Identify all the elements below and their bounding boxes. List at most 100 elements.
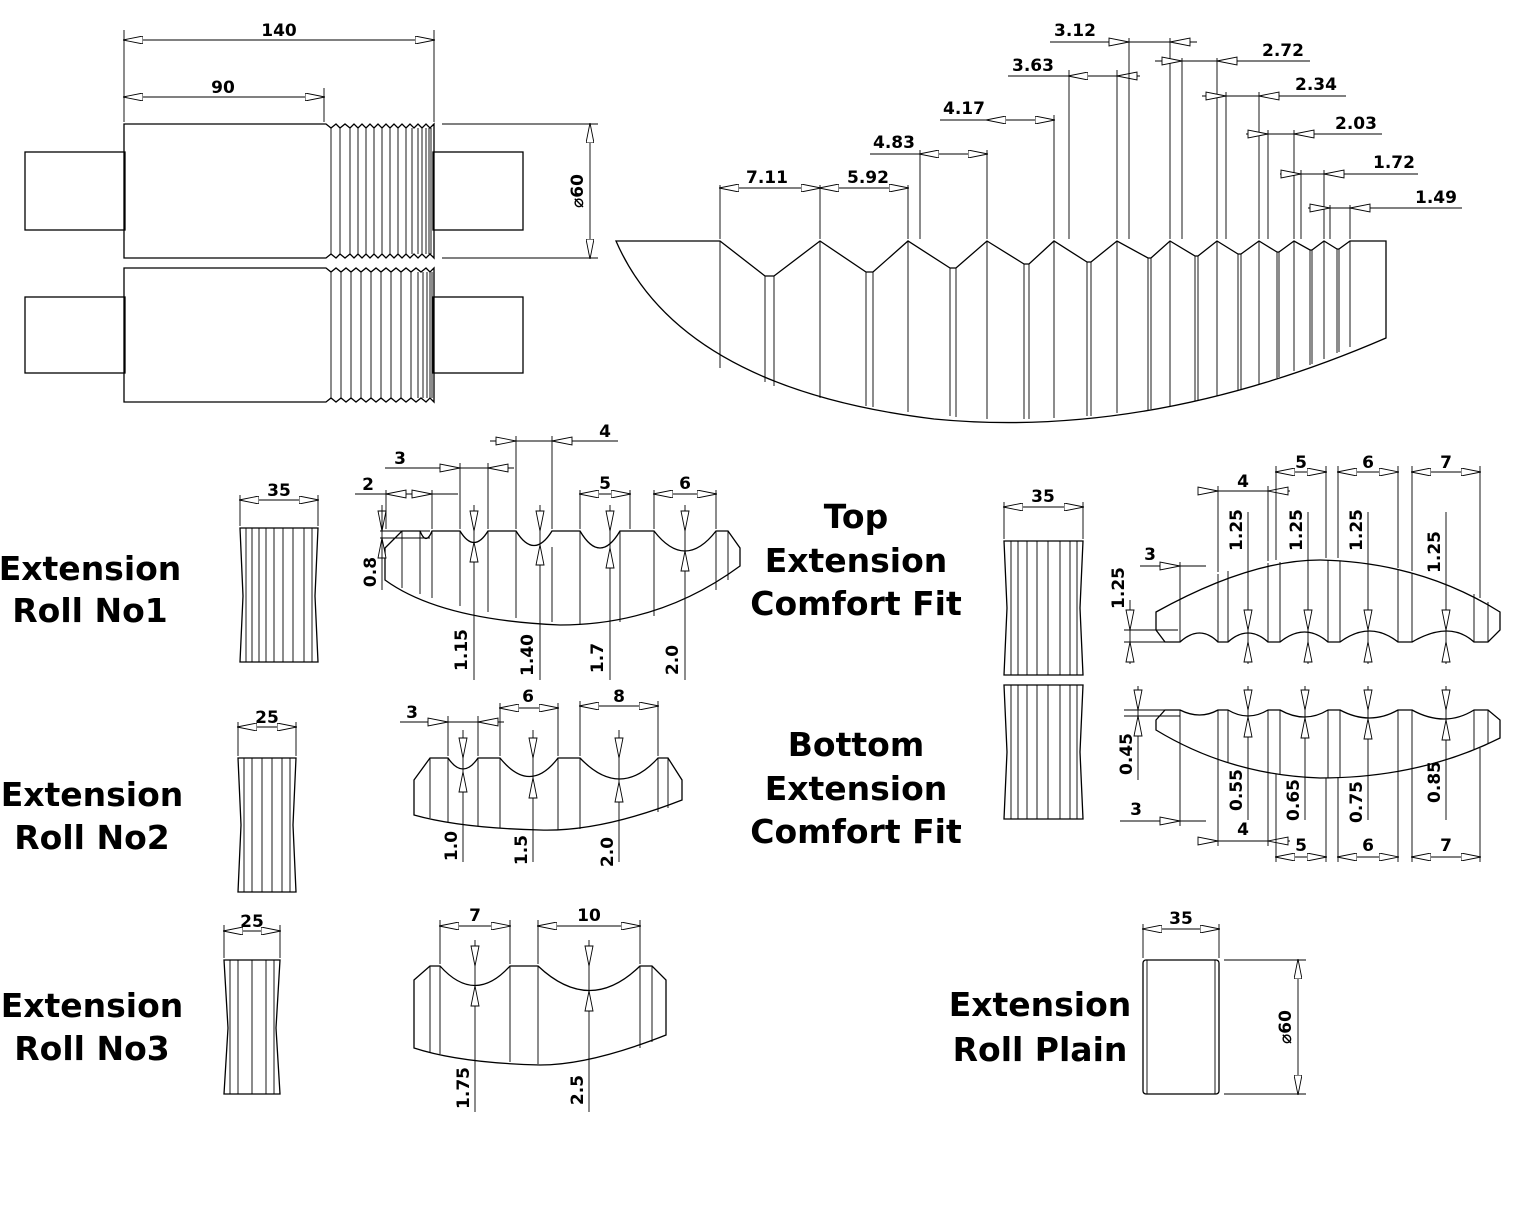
top-comfort-groove-depth-5: 1.25: [1425, 531, 1445, 573]
pitch-label-9: 2.03: [1335, 114, 1377, 134]
roll-no1-groove-depth-4: 1.7: [588, 643, 608, 673]
plain-roll: Extension Roll Plain 35 ⌀60: [949, 909, 1306, 1094]
bottom-comfort-fit: Bottom Extension Comfort Fit: [750, 684, 1501, 862]
groove-pitch-dimensions: 7.11 5.92 4.83 4.17 3.63: [720, 21, 1462, 239]
dim-overall-length: 140: [124, 21, 434, 122]
bottom-comfort-title-line1: Bottom: [788, 725, 924, 764]
roll-no3-side-view: 25: [224, 912, 280, 1095]
upper-roll: [24, 122, 524, 260]
roll-no2-title-line1: Extension: [1, 775, 184, 814]
roll-no3-profile: 7 10 1.75 2.5: [413, 906, 667, 1112]
svg-text:⌀60: ⌀60: [1276, 1010, 1296, 1044]
roll-no1-groove-depth-5: 2.0: [663, 645, 683, 675]
top-comfort-groove-width-3: 5: [1295, 453, 1307, 473]
roll-no2-groove-width-2: 6: [522, 687, 534, 707]
pitch-label-3: 4.83: [873, 133, 915, 153]
roll-no2: Extension Roll No2 25: [1, 687, 683, 893]
top-comfort-profile: 3 4 5 6 7 1.25: [1109, 453, 1501, 664]
bottom-comfort-side-view: [1003, 684, 1084, 820]
bottom-comfort-groove-depth-3: 0.65: [1284, 779, 1304, 821]
roll-no1-groove-width-3: 4: [599, 422, 611, 442]
roll-no1-groove-depth-3: 1.40: [518, 634, 538, 676]
plain-roll-title-line2: Roll Plain: [953, 1030, 1128, 1069]
bottom-comfort-groove-depth-1: 0.45: [1117, 733, 1137, 775]
dim-roll-diameter-label: 60: [568, 174, 588, 198]
bottom-comfort-groove-width-5: 7: [1440, 836, 1452, 856]
svg-text:⌀60: ⌀60: [568, 174, 588, 208]
top-comfort-groove-depth-2: 1.25: [1227, 509, 1247, 551]
top-comfort-title-line3: Comfort Fit: [750, 584, 962, 623]
roll-no3-groove-depth-1: 1.75: [454, 1067, 474, 1109]
dim-body-length-label: 90: [211, 78, 235, 98]
bottom-comfort-groove-width-2: 4: [1237, 820, 1249, 840]
roll-no1-profile: 2 3 4 5 6 0.8: [355, 422, 741, 680]
diameter-symbol: ⌀: [568, 198, 588, 208]
pitch-label-7: 2.72: [1262, 41, 1304, 61]
top-comfort-groove-width-1: 3: [1144, 545, 1156, 565]
lower-roll: [24, 266, 524, 404]
roll-no1-title-line2: Roll No1: [12, 591, 167, 630]
bottom-comfort-groove-depth-5: 0.85: [1425, 761, 1445, 803]
roll-no1-groove-width-5: 6: [679, 474, 691, 494]
top-comfort-title-line2: Extension: [765, 541, 948, 580]
roll-no2-profile: 3 6 8 1.0 1.5 2.0: [400, 687, 683, 867]
roll-no1-side-view: 35: [240, 481, 318, 663]
pitch-label-2: 5.92: [847, 168, 889, 188]
roll-no3-groove-depth-2: 2.5: [568, 1075, 588, 1105]
roll-no2-groove-depth-3: 2.0: [598, 837, 618, 867]
roll-no2-groove-depth-2: 1.5: [512, 835, 532, 865]
roll-no3-title-line1: Extension: [1, 986, 184, 1025]
roll-no3-title-line2: Roll No3: [14, 1029, 169, 1068]
dim-roll-diameter: ⌀60: [442, 124, 598, 258]
roll-no1-groove-width-1: 2: [362, 475, 374, 495]
plain-roll-diameter-label: 60: [1276, 1010, 1296, 1034]
roll-no2-groove-width-1: 3: [406, 703, 418, 723]
bottom-comfort-groove-depth-4: 0.75: [1347, 781, 1367, 823]
bottom-comfort-profile: 0.45 0.55 0.65 0.75 0.85 3: [1117, 686, 1501, 862]
pitch-label-10: 1.72: [1373, 153, 1415, 173]
groove-profile-view: 7.11 5.92 4.83 4.17 3.63: [615, 21, 1462, 424]
roll-no2-width-label: 25: [255, 708, 279, 728]
top-comfort-groove-depth-3: 1.25: [1287, 509, 1307, 551]
top-comfort-width-label: 35: [1031, 487, 1055, 507]
roll-no1-groove-width-2: 3: [394, 449, 406, 469]
top-comfort-side-view: 35: [1004, 487, 1083, 676]
roll-no2-groove-depth-1: 1.0: [442, 831, 462, 861]
roll-no1-groove-width-4: 5: [599, 474, 611, 494]
top-comfort-fit: Top Extension Comfort Fit 35: [750, 453, 1501, 676]
top-comfort-groove-width-2: 4: [1237, 472, 1249, 492]
plain-roll-body: [1142, 959, 1220, 1095]
pitch-label-11: 1.49: [1415, 188, 1457, 208]
upper-roll-grooves: [330, 128, 432, 254]
pitch-label-1: 7.11: [746, 168, 788, 188]
dim-body-length: 90: [124, 78, 324, 122]
top-comfort-groove-width-5: 7: [1440, 453, 1452, 473]
roll-no1-groove-depth-2: 1.15: [452, 629, 472, 671]
plain-roll-diameter-symbol: ⌀: [1276, 1034, 1296, 1044]
bottom-comfort-groove-width-4: 6: [1362, 836, 1374, 856]
roll-no2-side-view: 25: [238, 708, 296, 893]
pitch-label-4: 4.17: [943, 99, 985, 119]
top-comfort-groove-depth-1: 1.25: [1109, 567, 1129, 609]
roll-no1-groove-depth-1: 0.8: [361, 557, 381, 587]
top-comfort-groove-width-4: 6: [1362, 453, 1374, 473]
groove-profile-lines: [719, 241, 1351, 419]
bottom-comfort-title-line2: Extension: [765, 769, 948, 808]
roll-no3: Extension Roll No3 25 7: [1, 906, 667, 1112]
top-comfort-groove-depth-4: 1.25: [1347, 509, 1367, 551]
bottom-comfort-groove-width-3: 5: [1295, 836, 1307, 856]
roll-no1-width-label: 35: [267, 481, 291, 501]
roll-no2-groove-width-3: 8: [613, 687, 625, 707]
plain-roll-title-line1: Extension: [949, 985, 1132, 1024]
pitch-label-8: 2.34: [1295, 75, 1337, 95]
plain-roll-width-label: 35: [1169, 909, 1193, 929]
pitch-label-5: 3.63: [1012, 56, 1054, 76]
roll-no1-title-line1: Extension: [0, 549, 181, 588]
roll-assembly-view: 140 90 ⌀60: [24, 21, 598, 404]
roll-no3-groove-width-1: 7: [469, 906, 481, 926]
roll-no3-groove-width-2: 10: [577, 906, 601, 926]
lower-roll-grooves: [330, 272, 433, 398]
bottom-comfort-groove-width-1: 3: [1130, 800, 1142, 820]
